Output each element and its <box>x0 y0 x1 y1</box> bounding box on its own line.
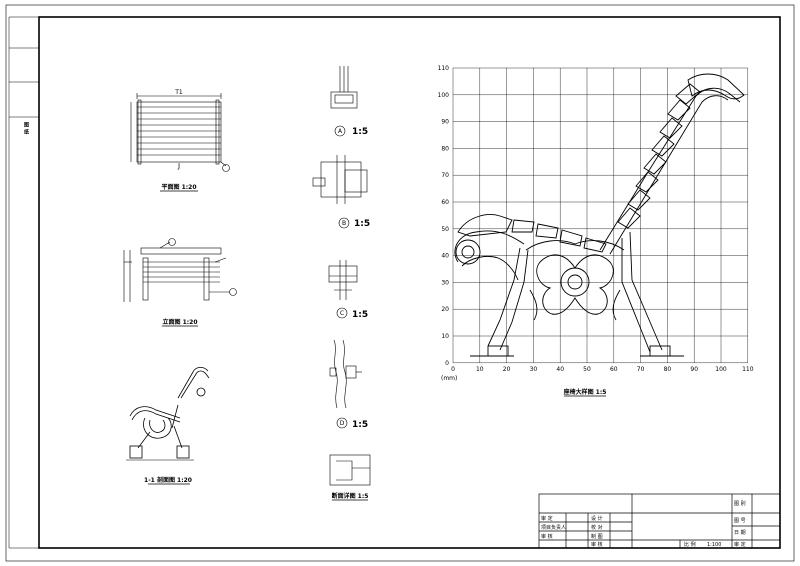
grid-x-tick: 100 <box>715 366 727 373</box>
grid-x-tick: 110 <box>742 366 754 373</box>
detail-c-scale: 1:5 <box>352 310 368 320</box>
tb-label-0: 审 定 <box>734 541 746 548</box>
detail-b-scale: 1:5 <box>354 219 370 229</box>
side-title: 图 纸 <box>23 122 29 136</box>
tb-scale-value: 1:100 <box>707 542 721 548</box>
grid-y-tick: 50 <box>441 226 449 233</box>
detail-d-scale: 1:5 <box>352 420 368 430</box>
detail-d-drawing <box>329 339 362 409</box>
tb-label-6: 日 期 <box>734 530 746 536</box>
grid-x-tick: 20 <box>503 366 511 373</box>
tb-reviewer: 审 核 <box>541 533 553 540</box>
caption-plan: 平面图 1:20 <box>161 183 196 191</box>
title-block <box>538 493 781 549</box>
grid-x-tick: 30 <box>530 366 538 373</box>
grid-y-tick: 90 <box>441 119 449 126</box>
grid-y-tick: 70 <box>441 172 449 179</box>
detail-c-letter: C <box>340 310 344 317</box>
tb-project-lead: 项目负责人 <box>541 524 566 531</box>
grid-y-tick: 110 <box>438 65 450 72</box>
bench-side-drawing <box>454 73 745 357</box>
caption-elevation: 立面图 1:20 <box>162 318 197 326</box>
tb-designer: 审 定 <box>541 515 553 522</box>
grid-y-tick: 80 <box>441 145 449 152</box>
detail-a-drawing <box>330 66 358 109</box>
section-view <box>126 366 210 461</box>
grid-y-tick: 0 <box>445 360 449 367</box>
detail-a-letter: A <box>338 128 343 135</box>
detail-b-letter: B <box>342 220 346 227</box>
detail-d-letter: D <box>340 420 345 427</box>
outer-border <box>5 4 795 562</box>
detail-a-scale: 1:5 <box>352 127 368 137</box>
grid-x-tick: 90 <box>690 366 698 373</box>
grid-x-tick: 50 <box>583 366 591 373</box>
grid-y-tick: 100 <box>438 92 450 99</box>
grid-y-tick: 30 <box>441 279 449 286</box>
grid-unit: (mm) <box>441 375 457 382</box>
grid-x-tick: 0 <box>451 366 455 373</box>
grid-x-tick: 80 <box>664 366 672 373</box>
side-strip: 图 纸 <box>8 16 39 549</box>
grid-y-tick: 40 <box>441 253 449 260</box>
profile-drawing <box>329 454 371 486</box>
tb-label-3: 制 图 <box>591 533 603 540</box>
grid-x-tick: 40 <box>556 366 564 373</box>
grid-detail <box>452 67 748 363</box>
detail-b-drawing <box>312 155 368 204</box>
grid-y-tick: 60 <box>441 199 449 206</box>
tb-label-7: 图 别 <box>734 500 746 507</box>
grid-y-tick: 10 <box>441 333 449 340</box>
tb-scale-label: 比 例 <box>684 541 696 548</box>
detail-c-drawing <box>328 260 358 300</box>
grid-y-tick: 20 <box>441 306 449 313</box>
grid-x-ticks: 0 10 20 30 40 50 60 70 80 90 100 110 <box>451 366 754 373</box>
elevation-view <box>123 238 237 302</box>
plan-mark: J <box>177 162 180 170</box>
caption-profile: 断面详图 1:5 <box>332 492 369 500</box>
grid-x-tick: 10 <box>476 366 484 373</box>
caption-detail: 座椅大样图 1:5 <box>563 388 607 396</box>
tb-label-4: 审 核 <box>591 541 603 548</box>
plan-view <box>130 93 230 172</box>
caption-section: 1-1 剖面图 1:20 <box>144 476 192 484</box>
grid-x-tick: 70 <box>637 366 645 373</box>
tb-label-5: 图 号 <box>734 518 746 524</box>
tb-label-2: 校 对 <box>591 524 603 531</box>
plan-dimension: T1 <box>174 89 183 96</box>
grid-x-tick: 60 <box>610 366 618 373</box>
tb-label-1: 设 计 <box>591 515 603 522</box>
drawing-frame <box>38 16 781 549</box>
detail-markers: A 1:5 B 1:5 C 1:5 D 1:5 <box>334 125 370 430</box>
